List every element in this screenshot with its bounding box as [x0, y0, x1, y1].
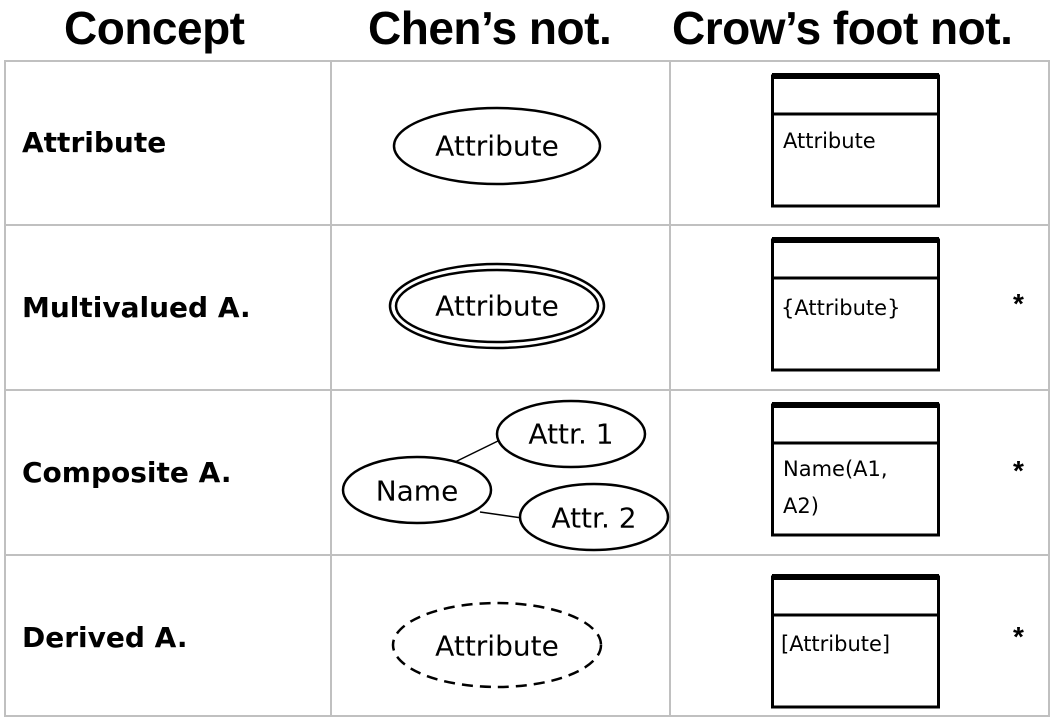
derived-asterisk: * [1013, 621, 1024, 652]
chen-multivalued-label: Attribute [435, 289, 559, 323]
chen-composite-diagram [341, 399, 670, 552]
concept-multivalued: Multivalued A. [22, 291, 251, 324]
crow-composite-text-line1: Name(A1, [783, 457, 888, 481]
chen-attr2-ellipse [518, 482, 670, 552]
multivalued-asterisk: * [1013, 288, 1024, 319]
connector-name-attr2 [479, 511, 523, 519]
crow-entity-box-3 [771, 402, 940, 537]
crow-derived-text: [Attribute] [781, 632, 891, 656]
chen-attr1-ellipse [495, 399, 647, 469]
table-border [4, 60, 1050, 717]
table-grid [4, 60, 1050, 717]
crow-entity-box-2 [771, 237, 940, 372]
chen-attribute-ellipse [392, 106, 602, 186]
concept-attribute: Attribute [22, 126, 167, 159]
header-crows-foot-notation: Crow’s foot not. [672, 2, 1013, 54]
chen-composite-attr2-label: Attr. 2 [551, 501, 637, 535]
chen-composite-name-label: Name [375, 474, 459, 508]
header-concept: Concept [64, 2, 245, 54]
chen-name-ellipse [341, 455, 493, 525]
crow-entity-box-1 [771, 73, 940, 208]
chen-attribute-label: Attribute [435, 129, 559, 163]
chen-composite-attr1-label: Attr. 1 [528, 417, 614, 451]
concept-derived: Derived A. [22, 621, 188, 654]
crow-multivalued-text: {Attribute} [781, 296, 901, 320]
crow-entity-box-4 [771, 574, 940, 709]
chen-derived-label: Attribute [435, 629, 559, 663]
concept-composite: Composite A. [22, 456, 232, 489]
crow-composite-text-line2: A2) [783, 494, 819, 518]
crow-attribute-text: Attribute [783, 129, 876, 153]
composite-asterisk: * [1013, 455, 1024, 486]
chen-derived-dashed-ellipse [391, 601, 603, 689]
chen-multivalued-double-ellipse [388, 262, 606, 350]
connector-name-attr1 [454, 439, 501, 463]
header-chen-notation: Chen’s not. [368, 2, 612, 54]
